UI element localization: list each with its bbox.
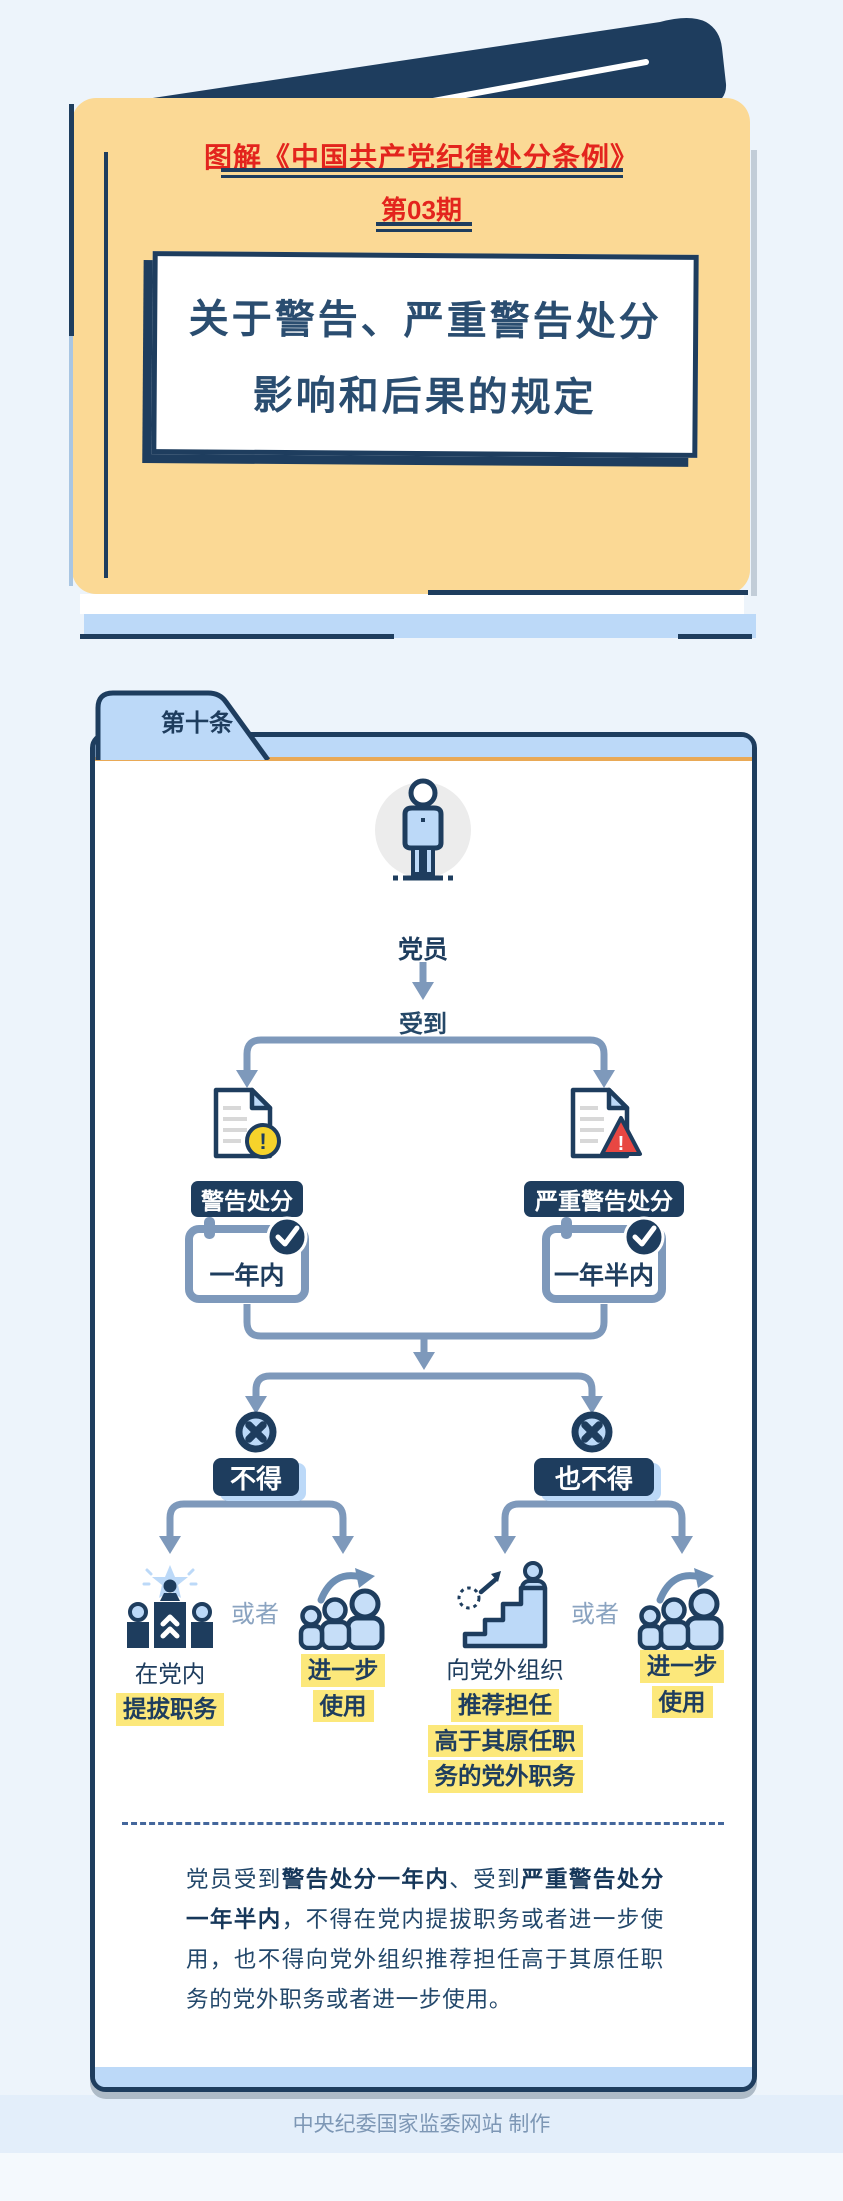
option-line-highlight: 使用	[312, 1689, 374, 1723]
option-line-highlight: 进一步	[300, 1654, 386, 1687]
summary-paragraph: 党员受到警告处分一年内、受到严重警告处分一年半内，不得在党内提拔职务或者进一步使…	[186, 1860, 664, 2020]
option-line-highlight: 使用	[651, 1685, 713, 1719]
svg-text:!: !	[259, 1129, 266, 1154]
podium-promotion-icon	[127, 1565, 213, 1648]
main-title-line2: 影响和后果的规定	[252, 373, 597, 420]
circle-x-icon	[571, 1411, 613, 1453]
document-alert-icon: !	[570, 1087, 642, 1159]
issue-number: 第03期	[381, 195, 462, 225]
restriction-badge: 也不得	[534, 1458, 654, 1496]
period-label: 一年半内	[553, 1262, 654, 1290]
option-line-highlight: 高于其原任职	[427, 1724, 583, 1758]
person-icon	[393, 778, 453, 881]
main-title-line1: 关于警告、严重警告处分	[188, 296, 662, 345]
summary-text: 党员受到	[186, 1867, 282, 1892]
option-line-highlight: 提拔职务	[116, 1693, 224, 1726]
sanction-badge-warning: 警告处分	[191, 1181, 303, 1217]
series-title: 图解《中国共产党纪律处分条例》	[203, 142, 639, 173]
sanction-badge-severe: 严重警告处分	[524, 1181, 684, 1217]
book-page-edge	[80, 594, 744, 614]
card-border-segment	[428, 590, 748, 595]
option-line: 向党外组织	[446, 1657, 564, 1683]
option-label-further-use: 进一步 使用	[268, 1654, 418, 1723]
summary-text: 、受到	[449, 1867, 522, 1892]
dashed-divider	[122, 1822, 724, 1825]
flowchart-connectors	[159, 962, 693, 1554]
card-fold-line	[104, 152, 108, 578]
panel-footer-strip	[95, 2067, 752, 2087]
article-tab	[95, 690, 271, 760]
series-title-underline	[221, 168, 623, 178]
receive-label: 受到	[399, 1011, 447, 1038]
restriction-badge: 不得	[213, 1458, 299, 1496]
footer-strip	[0, 2095, 843, 2153]
svg-text:!: !	[618, 1133, 625, 1155]
calendar-check-icon: 一年内	[184, 1216, 310, 1304]
option-line-highlight: 进一步	[639, 1650, 725, 1683]
article-panel	[90, 732, 757, 2092]
card-left-edge	[69, 104, 74, 336]
document-warning-icon: !	[213, 1087, 281, 1159]
option-label-promote: 在党内 提拔职务	[95, 1654, 245, 1726]
card-border-segment	[678, 634, 752, 639]
credit-line: 中央纪委国家监委网站 制作	[292, 2113, 551, 2136]
article-tab-label: 第十条	[161, 710, 233, 737]
issue-underline	[376, 222, 472, 232]
period-label: 一年内	[209, 1262, 285, 1290]
summary-bold: 严重警告处分一年半内	[186, 1867, 664, 1932]
circle-x-icon	[235, 1411, 277, 1453]
main-title-box: 关于警告、严重警告处分 影响和后果的规定	[151, 251, 699, 458]
footer-bottom-area	[0, 2153, 843, 2201]
or-label: 或者	[571, 1601, 619, 1628]
option-label-recommend: 向党外组织 推荐担任 高于其原任职 务的党外职务	[415, 1650, 595, 1793]
card-shadow	[751, 150, 757, 596]
calendar-check-icon: 一年半内	[541, 1216, 667, 1304]
subject-label: 党员	[397, 936, 448, 964]
or-label: 或者	[231, 1601, 279, 1628]
career-stairs-icon	[457, 1561, 548, 1649]
card-border-segment	[80, 634, 394, 639]
people-reuse-icon	[637, 1568, 724, 1650]
option-label-further-use: 进一步 使用	[607, 1650, 757, 1719]
summary-bold: 警告处分一年内	[281, 1867, 450, 1892]
card-left-edge-lower	[69, 336, 73, 586]
option-line-highlight: 务的党外职务	[427, 1760, 583, 1793]
option-line-highlight: 推荐担任	[451, 1689, 559, 1722]
people-reuse-icon	[298, 1568, 385, 1650]
summary-text: ，不得在党内提拔职务或者进一步使用，也不得向党外组织推荐担任高于其原任职务的党外…	[186, 1907, 664, 2012]
option-line: 在党内	[134, 1661, 206, 1687]
